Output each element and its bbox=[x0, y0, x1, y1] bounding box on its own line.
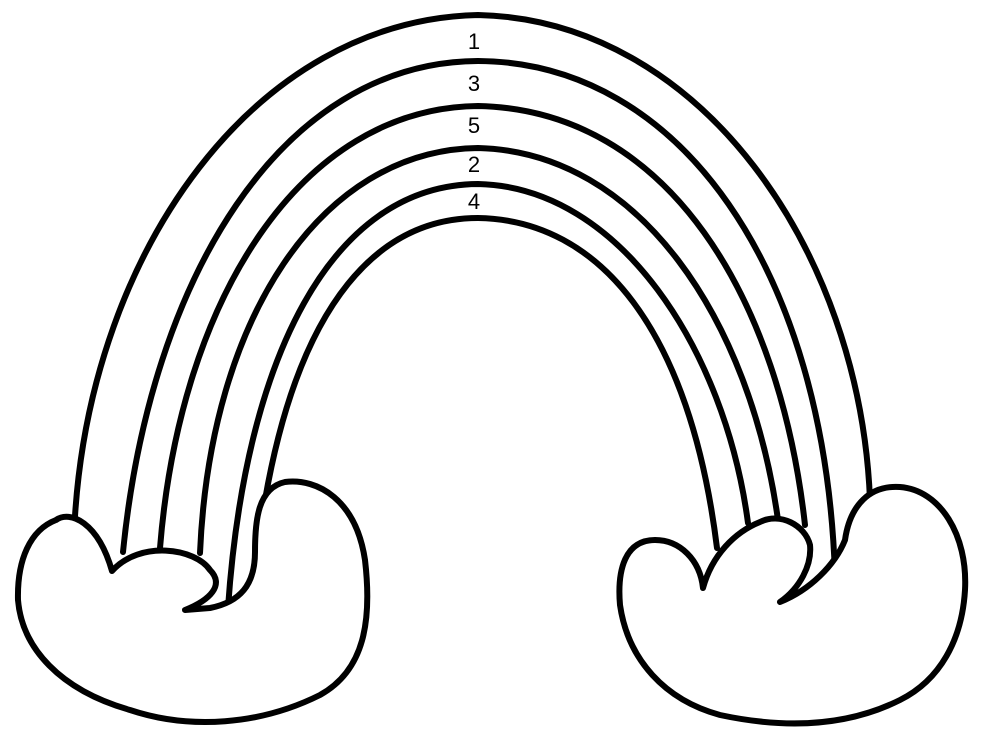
band-label-2: 2 bbox=[468, 152, 480, 177]
rainbow-arc-6 bbox=[262, 215, 720, 551]
rainbow-arcs bbox=[72, 12, 873, 611]
band-label-4: 4 bbox=[468, 189, 480, 214]
band-label-5: 5 bbox=[468, 113, 480, 138]
band-label-1: 1 bbox=[468, 29, 480, 54]
left-cloud bbox=[14, 478, 371, 725]
band-labels: 1 3 5 2 4 bbox=[468, 29, 480, 214]
band-label-3: 3 bbox=[468, 71, 480, 96]
right-cloud bbox=[616, 483, 969, 727]
rainbow-arc-4 bbox=[197, 145, 781, 556]
rainbow-arc-3 bbox=[157, 103, 808, 551]
rainbow-arc-5 bbox=[225, 181, 751, 611]
rainbow-arc-1 bbox=[72, 12, 873, 519]
rainbow-arc-2 bbox=[120, 58, 838, 578]
